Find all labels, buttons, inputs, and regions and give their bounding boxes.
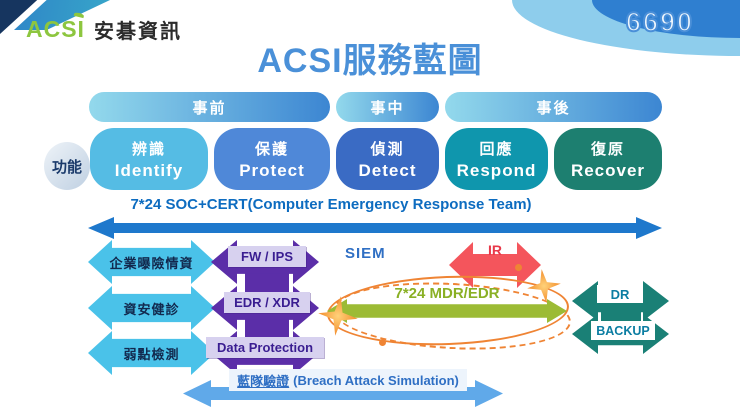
label-siem: SIEM xyxy=(345,245,386,262)
soc-cert-arrow xyxy=(88,217,662,239)
function-recover-en: Recover xyxy=(570,160,646,180)
ellipse-dot xyxy=(379,339,386,346)
function-detect: 偵測 Detect xyxy=(336,128,439,190)
function-protect: 保護 Protect xyxy=(214,128,330,190)
label-backup: BACKUP xyxy=(591,321,655,340)
soc-cert-label: 7*24 SOC+CERT(Computer Emergency Respons… xyxy=(130,196,532,213)
phase-after: 事後 xyxy=(445,92,662,122)
function-recover: 復原 Recover xyxy=(554,128,662,190)
phase-before: 事前 xyxy=(89,92,330,122)
function-identify-zh: 辨識 xyxy=(131,140,166,158)
function-detect-zh: 偵測 xyxy=(370,140,405,158)
service-vuln-scan-arrow: 弱點檢測 xyxy=(88,331,215,375)
stock-code: 6690 xyxy=(625,6,694,38)
function-recover-zh: 復原 xyxy=(590,140,625,158)
function-protect-en: Protect xyxy=(239,160,305,180)
function-detect-en: Detect xyxy=(358,160,417,180)
function-protect-zh: 保護 xyxy=(254,140,289,158)
label-data-protection: Data Protection xyxy=(206,337,324,358)
company-logo: ACSI 安碁資訊 xyxy=(26,15,182,44)
service-exposure-intel-arrow: 企業曝險情資 xyxy=(88,240,215,284)
logo-company-name: 安碁資訊 xyxy=(93,21,182,43)
function-respond-en: Respond xyxy=(456,160,537,180)
page-title: ACSI服務藍圖 xyxy=(257,42,483,80)
function-identify: 辨識 Identify xyxy=(90,128,208,190)
function-respond-zh: 回應 xyxy=(479,140,514,158)
label-ir: IR xyxy=(488,242,502,258)
blue-team-label-en: (Breach Attack Simulation) xyxy=(293,372,459,388)
label-fw-ips: FW / IPS xyxy=(228,246,306,267)
service-health-check-arrow: 資安健診 xyxy=(88,286,215,330)
function-identify-en: Identify xyxy=(114,160,184,180)
ellipse-dot xyxy=(515,264,522,271)
phase-during: 事中 xyxy=(336,92,439,122)
function-respond: 回應 Respond xyxy=(445,128,548,190)
label-mdr-edr: 7*24 MDR/EDR xyxy=(394,285,500,302)
blue-team-label-zh: 藍隊驗證 xyxy=(237,373,290,389)
logo-acsi-text: ACSI xyxy=(26,16,85,42)
label-dr: DR xyxy=(597,285,643,303)
label-edr-xdr: EDR / XDR xyxy=(224,292,310,313)
function-tag: 功能 xyxy=(44,142,90,190)
blue-team-label: 藍隊驗證 (Breach Attack Simulation) xyxy=(229,369,467,391)
